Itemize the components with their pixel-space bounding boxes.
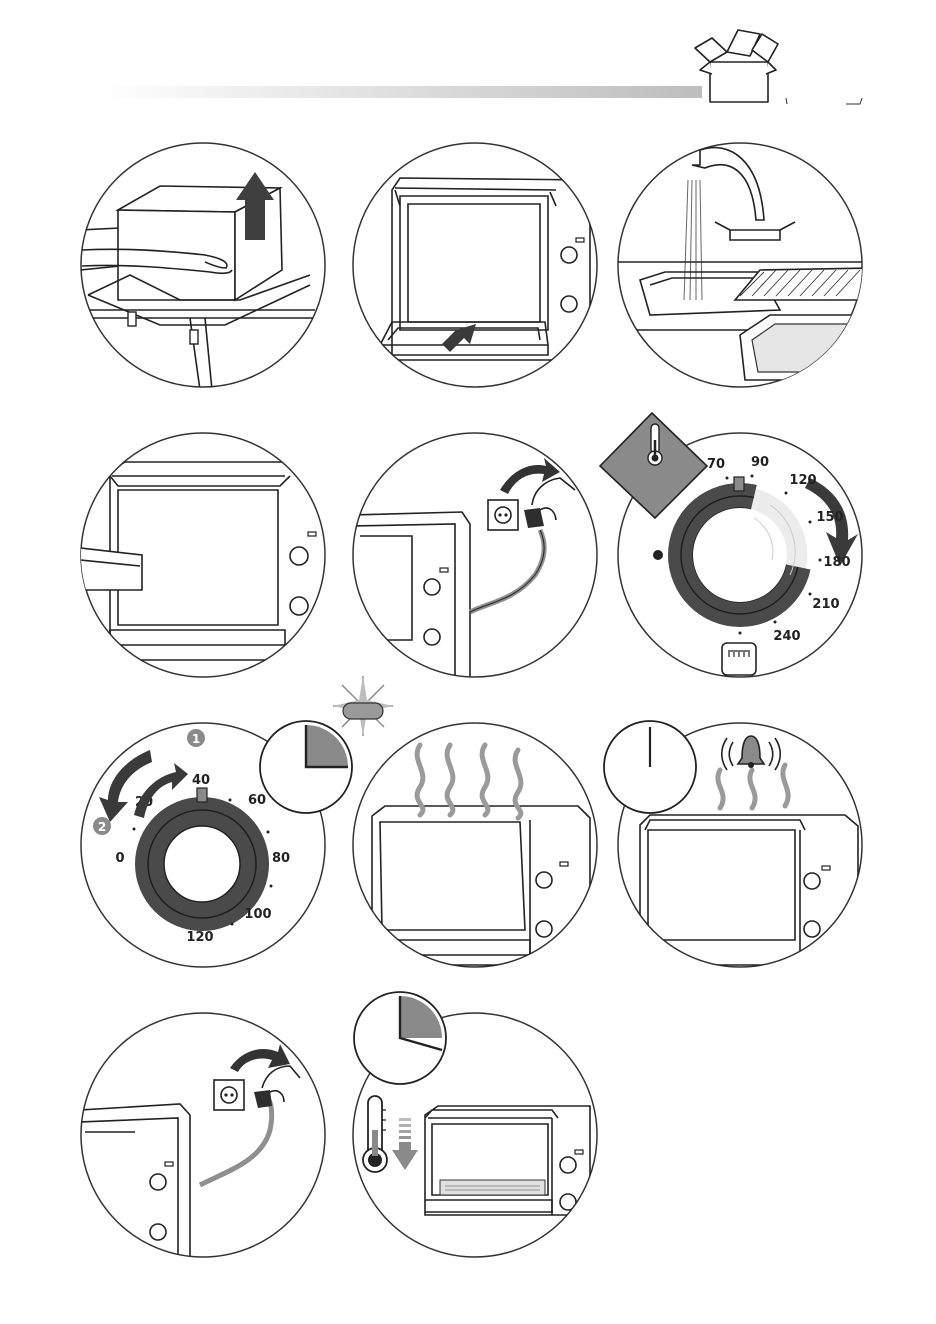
timer-label-120: 120 <box>186 930 213 945</box>
timer-label-100: 100 <box>244 907 271 922</box>
timer-label-40: 40 <box>192 773 210 788</box>
heating-element-icon <box>722 643 756 675</box>
header-bar <box>100 86 702 98</box>
thermo-label-120: 120 <box>789 473 816 488</box>
thermo-label-70: 70 <box>707 457 725 472</box>
step-11 <box>353 992 597 1257</box>
timer-label-80: 80 <box>272 851 290 866</box>
step-8 <box>353 723 597 967</box>
timer-label-60: 60 <box>248 793 266 808</box>
clock-quarter-icon <box>260 721 352 813</box>
clock-zero-icon <box>604 721 696 813</box>
step-2 <box>353 143 597 387</box>
thermo-label-180: 180 <box>823 555 850 570</box>
open-box-icon <box>695 30 778 102</box>
indicator-light-icon <box>333 676 393 736</box>
timer-label-0: 0 <box>115 851 124 866</box>
thermo-label-150: 150 <box>816 510 843 525</box>
step-10 <box>80 1013 325 1270</box>
step-1 <box>80 143 325 390</box>
timer-badge-2: 2 <box>98 820 106 834</box>
clock-three-quarter-icon <box>354 992 446 1084</box>
step-7: 0 20 40 60 80 100 120 1 2 <box>81 721 352 967</box>
step-9 <box>604 721 862 967</box>
step-6: 70 90 120 150 180 210 240 <box>600 413 862 677</box>
timer-badge-1: 1 <box>192 732 200 746</box>
step-5 <box>350 433 597 690</box>
header-mark <box>786 98 862 104</box>
step-3 <box>618 143 870 387</box>
thermo-label-240: 240 <box>773 629 800 644</box>
step-4 <box>80 433 330 677</box>
thermo-label-210: 210 <box>812 597 839 612</box>
thermo-label-90: 90 <box>751 455 769 470</box>
